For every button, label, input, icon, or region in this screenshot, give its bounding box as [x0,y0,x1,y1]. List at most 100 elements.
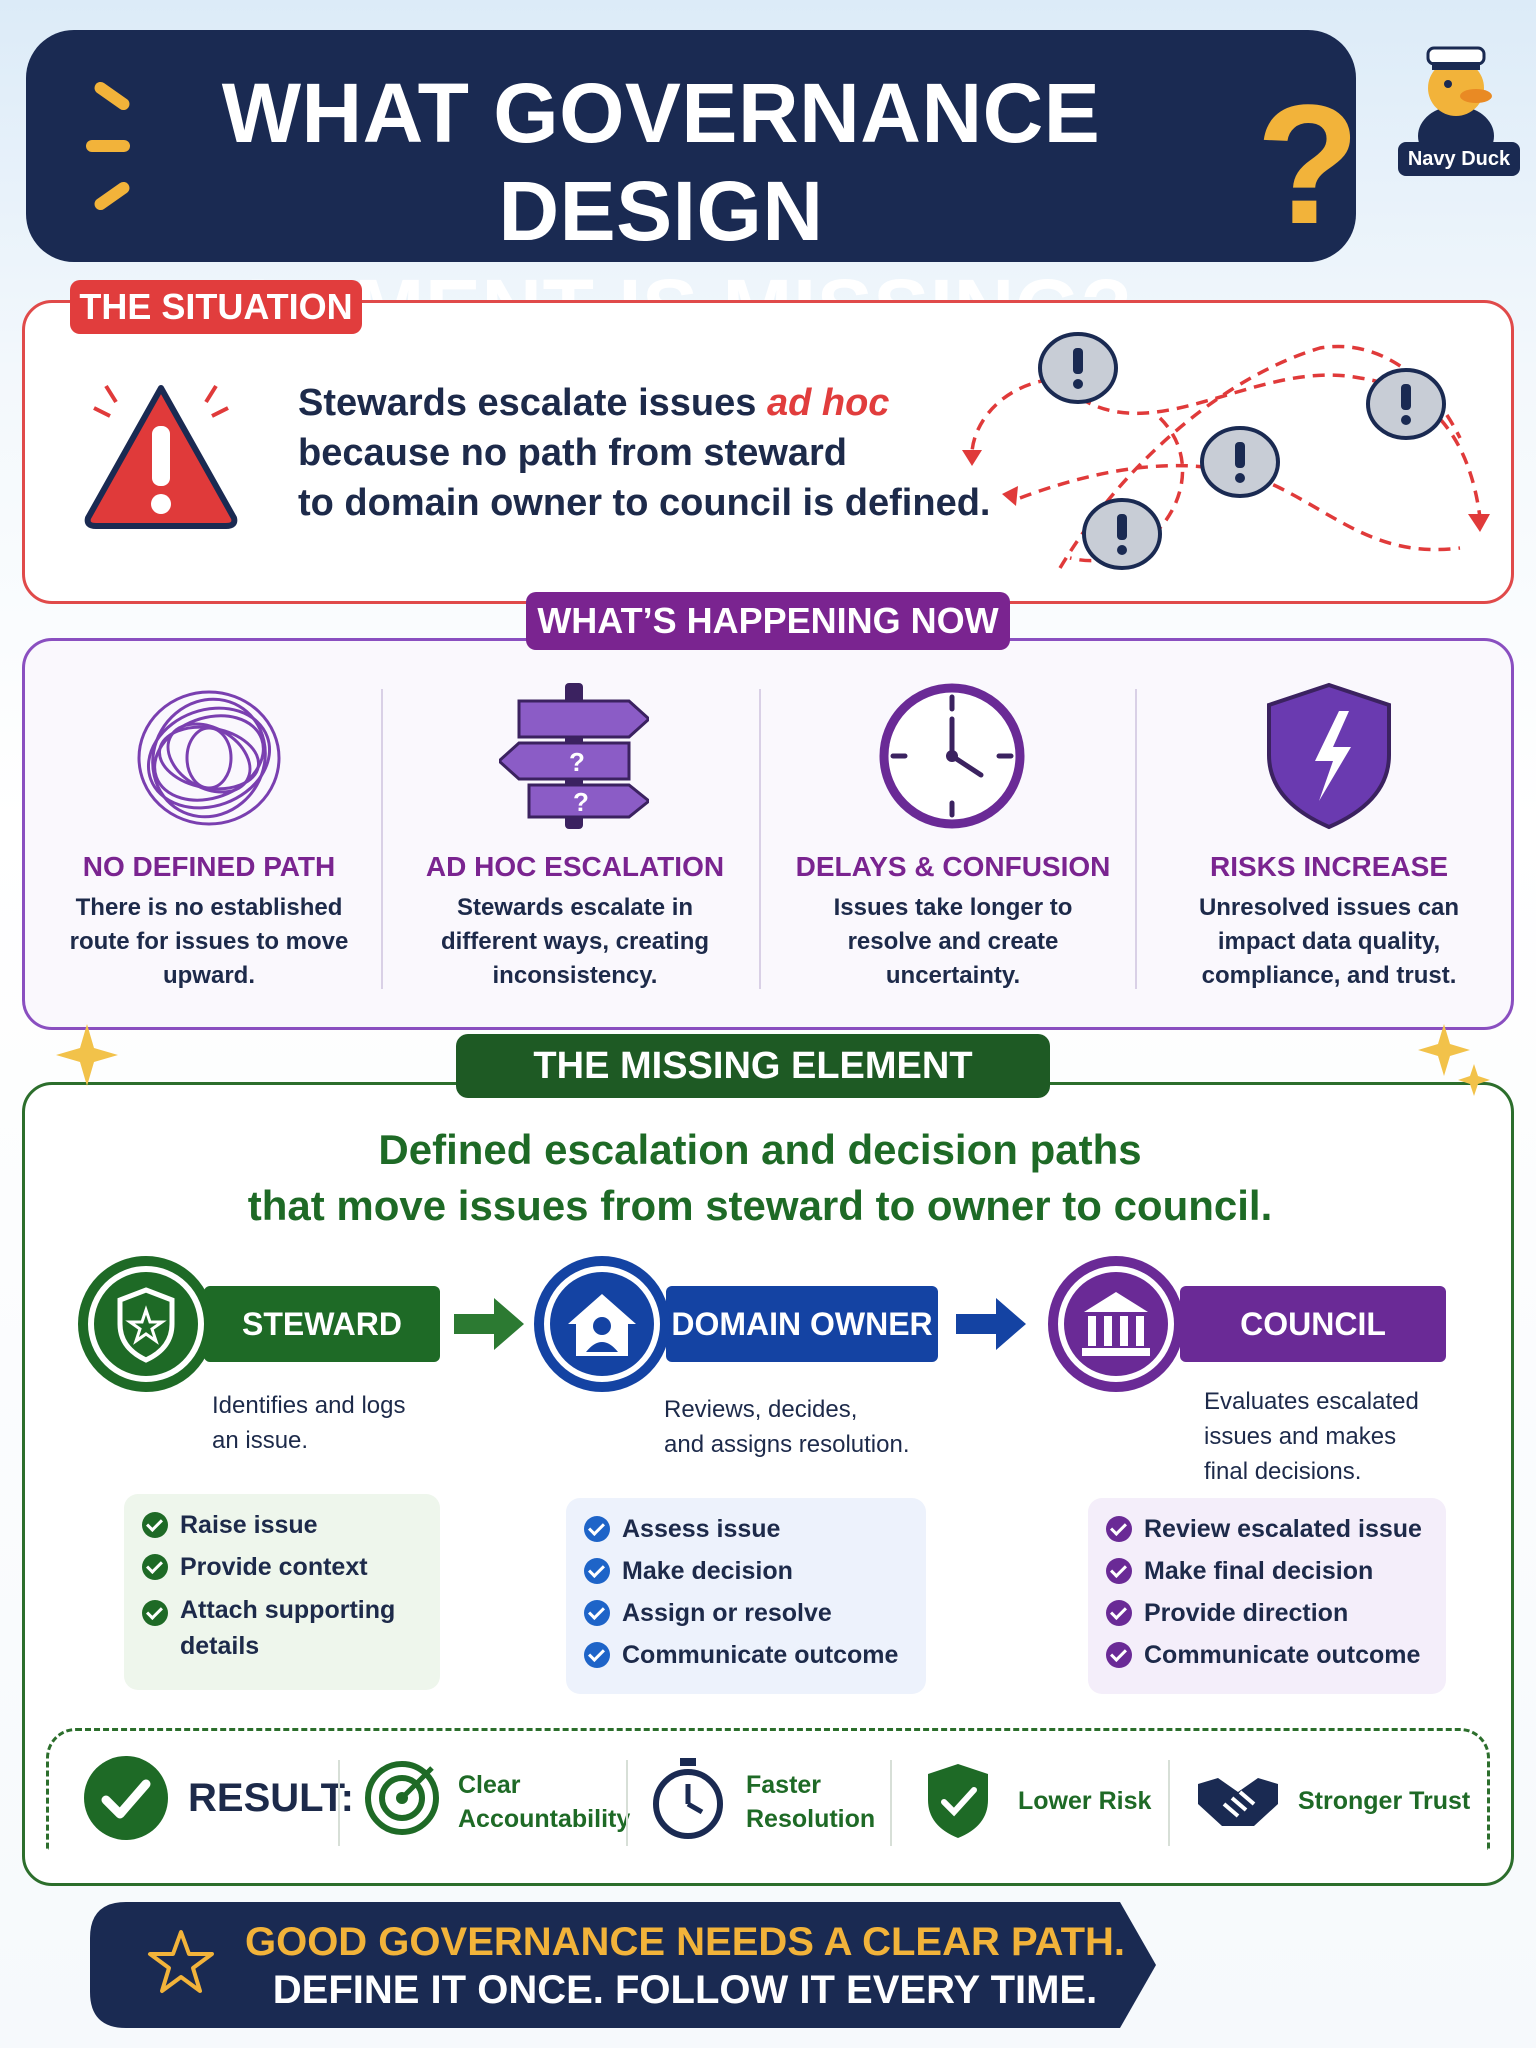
item-label: Assess issue [622,1515,781,1543]
item-label: Attach supporting details [180,1596,396,1660]
result-item: Clear Accountability [458,1768,630,1836]
sparkle-icon [56,1024,118,1086]
situation-line-3: to domain owner to council is defined. [298,482,991,524]
situation-line-2: because no path from steward [298,432,848,474]
footer-line-1: GOOD GOVERNANCE NEEDS A CLEAR PATH. [244,1920,1126,1964]
result-check-icon [84,1756,168,1840]
stage-domain-owner-badge [534,1256,670,1392]
check-icon [584,1642,610,1668]
result-line: Accountability [458,1805,631,1833]
divider [381,689,383,989]
happening-desc: There is no established route for issues… [69,894,349,989]
list-item: Raise issue [142,1504,422,1546]
check-icon [142,1554,168,1580]
title-line-1: WHAT GOVERNANCE DESIGN [221,66,1101,258]
divider [1135,689,1137,989]
desc-line: issues and makes [1204,1423,1397,1450]
happening-desc: Issues take longer to resolve and create… [833,894,1073,989]
result-item: Lower Risk [1018,1784,1151,1818]
check-icon [142,1600,168,1626]
check-icon [1106,1516,1132,1542]
desc-line: Identifies and logs [212,1392,406,1419]
svg-text:?: ? [573,787,589,817]
item-label: Make decision [622,1557,793,1585]
list-item: Attach supporting details [142,1592,422,1664]
handshake-icon [1198,1778,1278,1826]
burst-icon [86,140,130,152]
svg-text:?: ? [569,747,585,777]
result-line: Lower Risk [1018,1787,1152,1815]
target-icon [365,1761,439,1835]
happening-title: DELAYS & CONFUSION [795,851,1111,882]
missing-element-tab: THE MISSING ELEMENT [456,1034,1050,1098]
happening-panel: NO DEFINED PATH There is no established … [22,638,1514,1030]
arrow-right-icon [454,1298,524,1350]
check-icon [1106,1600,1132,1626]
burst-icon [92,79,132,113]
missing-element-headline: Defined escalation and decision paths th… [160,1122,1360,1234]
clock-icon [879,683,1025,829]
happening-item: RISKS INCREASE Unresolved issues can imp… [1145,641,1513,1027]
desc-line: and assigns resolution. [664,1431,910,1458]
list-item: Provide context [142,1546,422,1588]
list-item: Provide direction [1106,1592,1428,1634]
check-icon [584,1600,610,1626]
institution-icon [1064,1272,1168,1376]
check-shield-icon [928,1764,988,1838]
stage-council-badge [1048,1256,1184,1392]
list-item: Communicate outcome [584,1634,908,1676]
stage-steward-desc: Identifies and logs an issue. [212,1388,452,1458]
happening-item: ? ? AD HOC ESCALATION Stewards escalate … [391,641,759,1027]
result-bar [46,1728,1490,1850]
item-label: Make final decision [1144,1557,1374,1585]
headline-line-2: that move issues from steward to owner t… [247,1182,1273,1229]
missing-element-panel [22,1082,1514,1886]
list-item: Make decision [584,1550,908,1592]
divider [338,1760,340,1846]
house-person-icon [550,1272,654,1376]
situation-line-1: Stewards escalate issues [298,382,757,424]
chaotic-paths-illustration [962,332,1490,570]
stopwatch-icon [653,1758,723,1839]
alert-bubble-icon [1038,332,1118,404]
result-item: Stronger Trust [1298,1784,1470,1818]
check-icon [142,1512,168,1538]
result-line: Clear [458,1771,521,1799]
stage-domain-owner-desc: Reviews, decides, and assigns resolution… [664,1392,964,1462]
divider [890,1760,892,1846]
desc-line: Evaluates escalated [1204,1388,1419,1415]
check-icon [584,1558,610,1584]
happening-item: DELAYS & CONFUSION Issues take longer to… [769,641,1137,1027]
situation-text: Stewards escalate issues ad hoc because … [298,378,998,528]
divider [626,1760,628,1846]
desc-line: Reviews, decides, [664,1396,858,1423]
headline-line-1: Defined escalation and decision paths [378,1126,1142,1173]
divider [759,689,761,989]
check-icon [1106,1642,1132,1668]
stage-steward-card: Raise issue Provide context Attach suppo… [124,1494,440,1690]
burst-icon [92,179,132,213]
list-item: Review escalated issue [1106,1508,1428,1550]
broken-shield-icon [1267,682,1391,830]
star-icon [148,1930,214,1993]
situation-emphasis: ad hoc [766,382,890,424]
desc-line: final decisions. [1204,1458,1362,1485]
warning-triangle-icon [84,384,238,529]
item-label: Provide context [180,1553,368,1581]
item-label: Review escalated issue [1144,1515,1422,1543]
happening-title: NO DEFINED PATH [82,851,336,882]
stage-domain-owner-card: Assess issue Make decision Assign or res… [566,1498,926,1694]
stage-steward-badge [78,1256,214,1392]
happening-title: AD HOC ESCALATION [425,851,725,882]
header-banner: WHAT GOVERNANCE DESIGN ELEMENT IS MISSIN… [26,30,1360,356]
star-shield-icon [94,1272,198,1376]
footer-line-2: DEFINE IT ONCE. FOLLOW IT EVERY TIME. [272,1968,1098,2012]
list-item: Assess issue [584,1508,908,1550]
stage-council-card: Review escalated issue Make final decisi… [1088,1498,1446,1694]
sparkle-icon [1418,1024,1490,1096]
stage-council-desc: Evaluates escalated issues and makes fin… [1204,1384,1464,1489]
situation-tab: THE SITUATION [70,280,362,334]
stage-steward-label: STEWARD [204,1286,440,1362]
list-item: Communicate outcome [1106,1634,1428,1676]
item-label: Provide direction [1144,1599,1349,1627]
